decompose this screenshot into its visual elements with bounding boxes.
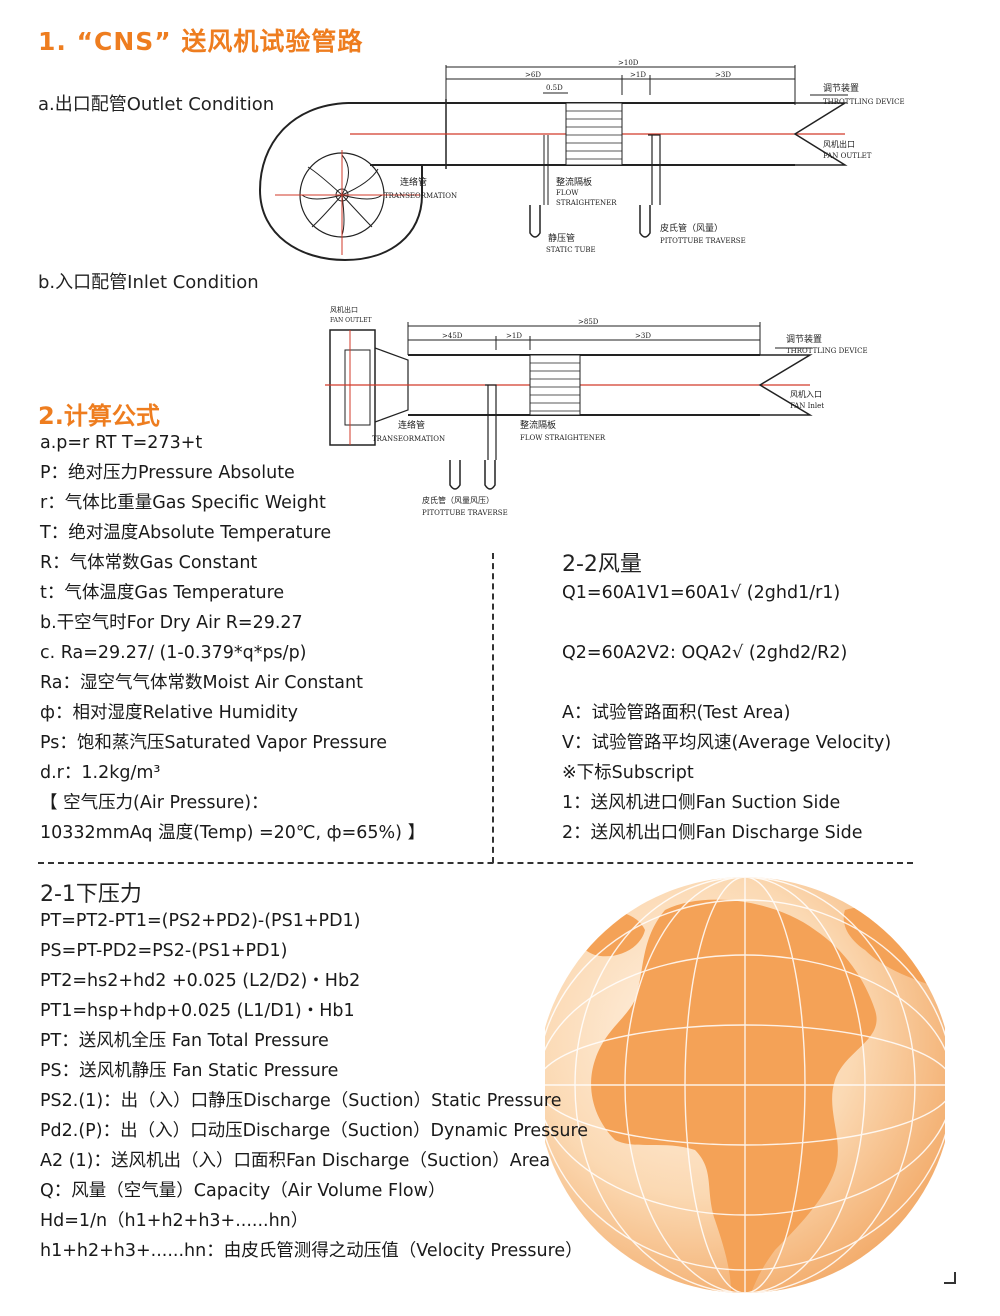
fan-outlet-en-b: FAN OUTLET	[330, 317, 371, 324]
formula-line: t：气体温度Gas Temperature	[40, 583, 285, 603]
section22-title: 2-2风量	[562, 552, 642, 577]
pressure-line: Hd=1/n（h1+h2+h3+......hn）	[40, 1211, 309, 1231]
pressure-line: PS：送风机静压 Fan Static Pressure	[40, 1061, 339, 1081]
pressure-line: PS=PT-PD2=PS2-(PS1+PD1)	[40, 941, 288, 961]
inlet-cn-b: 风机入口	[790, 389, 822, 399]
pressure-line: h1+h2+h3+......hn：由皮氏管测得之动压值（Velocity Pr…	[40, 1241, 583, 1261]
dim-85d: >85D	[578, 318, 599, 326]
inlet-duct-diagram: 风机出口 FAN OUTLET >85D >45D >1D >3D 连络管 TR…	[325, 305, 868, 517]
pitot-cn-b: 皮氏管（风量风压）	[422, 495, 494, 505]
section21-title: 2-1下压力	[40, 882, 142, 907]
dim-1d-b: >1D	[506, 332, 522, 340]
section2-title: 2.计算公式	[38, 402, 160, 430]
formula-list-left: a.p=r RT T=273+t P：绝对压力Pressure Absolute…	[40, 428, 425, 848]
outlet-duct-diagram: >10D >6D >1D >3D 0.5D 连络管 TRANSEORMATION…	[258, 59, 905, 262]
dim-10d: >10D	[618, 59, 639, 67]
flow-en2-a: STRAIGHTENER	[556, 199, 617, 207]
pressure-line: A2 (1)：送风机出（入）口面积Fan Discharge（Suction）A…	[40, 1151, 551, 1171]
static-en: STATIC TUBE	[546, 246, 596, 254]
airflow-line: A：试验管路面积(Test Area)	[562, 703, 791, 723]
trans-en-a: TRANSEORMATION	[384, 192, 457, 200]
pitot-en-a: PITOTTUBE TRAVERSE	[660, 237, 746, 245]
dim-1d: >1D	[630, 71, 646, 79]
dim-05d: 0.5D	[546, 84, 563, 92]
formula-line: 10332mmAq 温度(Temp) =20℃, ф=65%) 】	[40, 823, 426, 843]
formula-line: P：绝对压力Pressure Absolute	[40, 463, 295, 483]
throttle-en-b: THROTTLING DEVICE	[786, 347, 868, 355]
formula-line: ф：相对湿度Relative Humidity	[40, 703, 298, 723]
airflow-line: 2：送风机出口侧Fan Discharge Side	[562, 823, 863, 843]
trans-cn-a: 连络管	[400, 176, 427, 188]
static-cn: 静压管	[548, 232, 575, 244]
airflow-line: Q2=60A2V2: OQA2√ (2ghd2/R2)	[562, 643, 848, 663]
corner-mark	[944, 1272, 956, 1284]
formula-line: 【 空气压力(Air Pressure)：	[40, 793, 269, 813]
pressure-line: Pd2.(P)：出（入）口动压Discharge（Suction）Dynamic…	[40, 1121, 589, 1141]
flow-en1-a: FLOW	[556, 189, 579, 197]
formula-line: d.r：1.2kg/m³	[40, 763, 161, 783]
dim-3d: >3D	[715, 71, 731, 79]
formula-line: Ra：湿空气气体常数Moist Air Constant	[40, 673, 363, 693]
pressure-list: PT=PT2-PT1=(PS2+PD2)-(PS1+PD1) PS=PT-PD2…	[40, 906, 588, 1266]
trans-en-b: TRANSEORMATION	[372, 435, 445, 443]
formula-line: Ps：饱和蒸汽压Saturated Vapor Pressure	[40, 733, 388, 753]
throttle-cn-b: 调节装置	[786, 333, 822, 345]
section1-title: 1. “CNS” 送风机试验管路	[38, 27, 364, 56]
airflow-line: 1：送风机进口侧Fan Suction Side	[562, 793, 841, 813]
throttle-cn-a: 调节装置	[823, 82, 859, 94]
throttle-en-a: THROTTLING DEVICE	[823, 98, 905, 106]
pressure-line: PS2.(1)：出（入）口静压Discharge（Suction）Static …	[40, 1091, 562, 1111]
flow-cn-b: 整流隔板	[520, 419, 556, 431]
formula-line: T：绝对温度Absolute Temperature	[40, 523, 332, 543]
flow-en-b: FLOW STRAIGHTENER	[520, 434, 606, 442]
outlet-en-a: FAN OUTLET	[823, 152, 872, 160]
pressure-line: PT1=hsp+hdp+0.025 (L1/D1)・Hb1	[40, 1001, 355, 1021]
dim-6d: >6D	[525, 71, 541, 79]
airflow-line: Q1=60A1V1=60A1√ (2ghd1/r1)	[562, 583, 841, 603]
outlet-condition-label: a.出口配管Outlet Condition	[38, 94, 275, 115]
fan-outlet-cn-b: 风机出口	[330, 305, 358, 314]
airflow-line	[562, 608, 891, 638]
inlet-en-b: FAN Inlet	[790, 402, 824, 410]
trans-cn-b: 连络管	[398, 419, 425, 431]
dim-45d: >45D	[442, 332, 463, 340]
pressure-line: Q：风量（空气量）Capacity（Air Volume Flow）	[40, 1181, 446, 1201]
airflow-line	[562, 668, 891, 698]
pressure-line: PT=PT2-PT1=(PS2+PD2)-(PS1+PD1)	[40, 911, 361, 931]
airflow-line: ※下标Subscript	[562, 763, 694, 783]
horizontal-divider	[38, 862, 913, 864]
formula-line: a.p=r RT T=273+t	[40, 433, 203, 453]
inlet-condition-label: b.入口配管Inlet Condition	[38, 272, 259, 293]
formula-line: r：气体比重量Gas Specific Weight	[40, 493, 326, 513]
airflow-line: V：试验管路平均风速(Average Velocity)	[562, 733, 892, 753]
pressure-line: PT2=hs2+hd2 +0.025 (L2/D2)・Hb2	[40, 971, 361, 991]
flow-cn-a: 整流隔板	[556, 176, 592, 188]
airflow-list: Q1=60A1V1=60A1√ (2ghd1/r1) Q2=60A2V2: OQ…	[562, 578, 891, 848]
vertical-divider	[492, 553, 494, 863]
formula-line: b.干空气时For Dry Air R=29.27	[40, 613, 303, 633]
pressure-line: PT：送风机全压 Fan Total Pressure	[40, 1031, 329, 1051]
dim-3d-b: >3D	[635, 332, 651, 340]
formula-line: c. Ra=29.27/ (1-0.379*q*ps/p)	[40, 643, 307, 663]
globe-image	[545, 877, 945, 1293]
outlet-cn-a: 风机出口	[823, 139, 855, 149]
pitot-en-b: PITOTTUBE TRAVERSE	[422, 509, 508, 517]
formula-line: R：气体常数Gas Constant	[40, 553, 258, 573]
pitot-cn-a: 皮氏管（风量）	[660, 222, 723, 234]
